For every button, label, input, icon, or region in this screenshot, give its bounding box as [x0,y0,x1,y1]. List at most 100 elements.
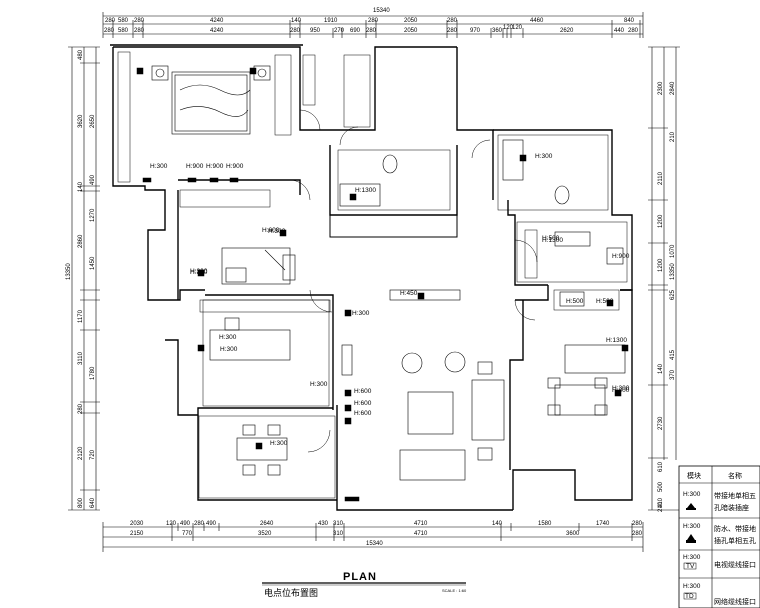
furniture [151,65,626,481]
legend-name: 网络缆线接口 [714,597,756,606]
dim-text: 2050 [404,28,418,34]
top-dim-text: 15340 280 580 280 4240 140 1910 280 2050… [104,8,639,34]
armchair-icon [444,351,466,373]
dim-text: 770 [182,531,193,537]
dim-text: 2620 [560,28,574,34]
left-dimensions [68,46,100,511]
socket-icon [606,299,614,307]
dim-text: 500 [658,481,664,492]
socket-icon [344,496,360,502]
dim-text: 280 [368,18,379,24]
vanity-icon [339,183,381,207]
socket-height-label: H:900 [206,163,224,170]
dim-text: 1580 [538,521,552,527]
socket-height-label: H:900 [226,163,244,170]
dim-text: 1200 [658,214,664,228]
dim-text: 2640 [260,521,274,527]
svg-text:TV: TV [686,563,695,570]
dim-text: 480 [78,49,84,60]
dim-text: 310 [333,521,344,527]
top-total-dim: 15340 [373,8,390,14]
legend-code: H:300 [683,523,701,530]
dim-text: 280 [632,531,643,537]
legend-header: 模块 [687,471,701,480]
socket-icon [687,503,695,508]
socket-icon [136,67,144,75]
dim-text: 3520 [258,531,272,537]
socket-icon [197,344,205,352]
dim-text: 280 [134,28,145,34]
dim-text: 280 [447,18,458,24]
socket-height-label: H:600 [354,388,372,395]
socket-icon [344,404,352,412]
legend-table: 模块 名称 H:300 带接地单相五 孔暗装插座 H:300 防水、带接地 插孔… [678,465,760,608]
socket-icon [344,309,352,317]
dim-text: 610 [658,461,664,472]
socket-height-label: H:1300 [355,187,376,194]
dim-text: 4240 [210,18,224,24]
dim-text: 580 [118,28,129,34]
dim-text: 1170 [78,309,84,323]
dim-text: 270 [334,28,345,34]
door-swings [289,109,538,453]
dim-text: 490 [206,521,217,527]
dim-text: 370 [670,369,676,380]
dim-text: 1740 [596,521,610,527]
dim-text: 690 [350,28,361,34]
dim-text: 625 [670,289,676,300]
left-total-dim: 13350 [66,263,72,280]
legend-header: 名称 [728,471,742,480]
socket-height-label: H:300 [352,310,370,317]
dim-text: 3620 [78,114,84,128]
tv-cabinet-icon [399,449,466,481]
dim-text: 840 [624,18,635,24]
armchair-icon [401,352,423,374]
dim-text: 280 [628,28,639,34]
dim-text: 410 [658,497,664,508]
walls [110,44,633,511]
dim-text: 4710 [414,531,428,537]
toilet-icon [382,154,398,174]
dim-text: 4710 [414,521,428,527]
legend-name: 带接地单相五 [714,491,756,500]
waterproof-socket-icon [687,534,695,540]
dim-text: 280 [447,28,458,34]
dim-text: 2150 [130,531,144,537]
dim-text: 1200 [658,258,664,272]
socket-icon [614,389,622,397]
socket-height-label: H:1300 [606,337,627,344]
right-total-dim: 13350 [670,263,676,280]
dim-text: 140 [492,521,503,527]
network-outlet-icon [683,592,697,600]
right-dim-text: 2300 2110 1200 1200 140 2730 410 2840 21… [658,81,676,512]
dim-text: 2860 [78,234,84,248]
socket-height-label: H:300 [535,153,553,160]
socket-icon [349,193,357,201]
dining-table-right-icon [554,384,606,416]
right-dimensions [648,46,680,511]
socket-icon [255,442,263,450]
socket-icon [279,229,287,237]
dim-text: 2030 [130,521,144,527]
dim-text: 140 [291,18,302,24]
socket-height-label: H:600 [354,400,372,407]
legend-name: 电视缆线接口 [714,560,756,569]
dim-text: 2120 [78,446,84,460]
dim-text: 280 [105,18,116,24]
dim-text: 280 [134,18,145,24]
socket-height-label: H:300 [220,346,238,353]
socket-icon [344,389,352,397]
dim-text: 280 [366,28,377,34]
socket-height-label: H:300 [219,334,237,341]
socket-height-label: H:300 [270,440,288,447]
dim-text: 280 [194,521,205,527]
socket-height-label: H:1300 [542,237,563,244]
socket-height-label: H:300 [612,387,630,394]
toilet-icon [554,185,570,205]
dim-text: 280 [104,28,115,34]
bottom-total-dim: 15340 [366,541,383,547]
dim-text: 640 [90,497,96,508]
nightstand-icon [253,65,271,81]
dim-text: 1070 [670,244,676,258]
socket-icon [344,417,352,425]
